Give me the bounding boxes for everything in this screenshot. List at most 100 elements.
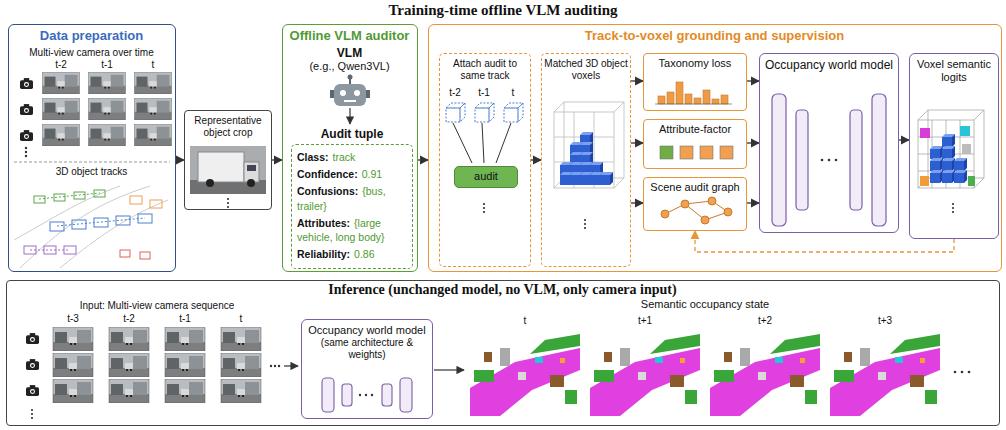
object-crop <box>244 162 259 182</box>
label-box: t+2 <box>710 315 820 327</box>
dashed-box: Matched 3D object voxels <box>541 53 631 267</box>
graph-icon <box>701 216 709 224</box>
time-label: t-2 <box>40 59 82 71</box>
flow-arrow <box>899 139 909 140</box>
graph-icon <box>661 210 669 218</box>
object-crop <box>190 146 266 208</box>
inference-frames <box>31 417 33 419</box>
voxel-object <box>614 178 624 188</box>
flow-arrow <box>631 202 643 203</box>
bar-chart <box>667 92 674 104</box>
track-sketch <box>34 196 45 203</box>
time-label: t <box>216 313 266 325</box>
voxel-grid <box>918 110 984 213</box>
flow-arrow <box>531 159 541 160</box>
object-crop <box>190 146 266 194</box>
leader-line <box>453 123 472 163</box>
label-box: t <box>216 313 266 325</box>
text-group: Offline VLM auditorVLM(e.g., Qwen3VL) <box>283 28 416 73</box>
bar-chart <box>703 90 710 104</box>
label-box: t <box>500 87 526 99</box>
text-group: Track-to-voxel grounding and supervision <box>429 28 1000 44</box>
label-box: t+3 <box>830 315 940 327</box>
time-label: Semantic occupancy state <box>470 298 940 311</box>
voxel-grid <box>920 128 930 138</box>
occupancy-maps <box>961 371 964 374</box>
track-sketch <box>116 216 130 225</box>
leader-line <box>496 123 511 163</box>
track-sketch <box>138 214 152 223</box>
time-label: t+1 <box>590 315 700 327</box>
voxel-grid <box>920 176 929 186</box>
track-cubes <box>446 103 523 122</box>
track-cubes <box>489 103 494 122</box>
network-layers <box>796 110 808 210</box>
robot-icon <box>330 75 370 125</box>
camera-frames <box>20 78 33 89</box>
occupancy-maps <box>954 371 957 374</box>
object-crop <box>227 202 229 204</box>
inference-frames <box>270 365 272 367</box>
bar-chart <box>655 82 732 104</box>
occupancy-maps <box>470 334 580 416</box>
label-box: t-2 <box>442 87 468 99</box>
track-sketch <box>72 220 86 229</box>
tuple-field: 0.86 <box>354 248 374 260</box>
voxel-object <box>584 219 586 221</box>
bar-chart <box>721 95 728 104</box>
robot-icon <box>334 84 366 106</box>
graph-icon <box>724 208 732 216</box>
time-label: t+2 <box>710 315 820 327</box>
node-text: Offline VLM auditor <box>283 28 416 44</box>
tuple-line: Class:track <box>297 150 409 164</box>
time-label: t-1 <box>471 87 497 99</box>
occupancy-maps <box>434 369 464 370</box>
audit-box: audit <box>454 166 518 188</box>
tuple-line: Attributes:{large vehicle, long body} <box>297 216 409 244</box>
network-layers <box>850 110 862 210</box>
network-layers <box>322 378 412 412</box>
inference-frames <box>26 333 39 344</box>
label-box: t-1 <box>86 59 128 71</box>
inference-frames <box>31 409 33 411</box>
track-sketch <box>120 250 130 257</box>
flow-arrow <box>272 159 282 160</box>
voxel-object <box>554 102 624 229</box>
camera-frames <box>135 72 172 94</box>
track-sketch <box>130 196 142 204</box>
text-group: Audit tuple <box>291 127 413 141</box>
time-label: t+3 <box>830 315 940 327</box>
label-box: t-2 <box>40 59 82 71</box>
track-sketch <box>39 193 100 199</box>
inference-frames <box>109 353 149 377</box>
tuple-field: Attributes: <box>297 217 350 229</box>
occupancy-maps <box>968 371 971 374</box>
track-sketch <box>140 252 150 259</box>
flow-arrow <box>631 142 643 143</box>
loss-box: Scene audit graph <box>643 177 747 231</box>
inference-frames <box>31 413 33 415</box>
camera-frames <box>14 162 170 163</box>
node-text: Audit tuple <box>291 127 413 141</box>
node-text: Data preparation <box>9 28 174 44</box>
track-sketch <box>94 218 108 227</box>
camera-frames <box>43 72 80 94</box>
bar-chart <box>685 94 692 104</box>
camera-frames <box>135 98 172 120</box>
voxel-grid <box>928 110 984 178</box>
voxel-grid <box>918 110 928 120</box>
model-box: Occupancy world model(same architecture … <box>301 319 433 419</box>
inference-frames <box>284 365 298 366</box>
network-layers <box>872 94 886 226</box>
tuple-field: Reliability: <box>297 248 350 260</box>
panel: Data preparationMulti-view camera over t… <box>8 24 176 272</box>
leader-line <box>482 123 484 163</box>
factor-squares <box>700 146 713 159</box>
bar-chart <box>676 82 683 104</box>
track-sketch <box>74 192 85 199</box>
object-crop <box>227 198 229 200</box>
diagram-title: Training-time offline VLM auditing <box>0 1 1006 19</box>
label-box: Semantic occupancy state <box>470 298 940 311</box>
voxel-object <box>554 102 624 188</box>
factor-squares <box>660 146 733 159</box>
